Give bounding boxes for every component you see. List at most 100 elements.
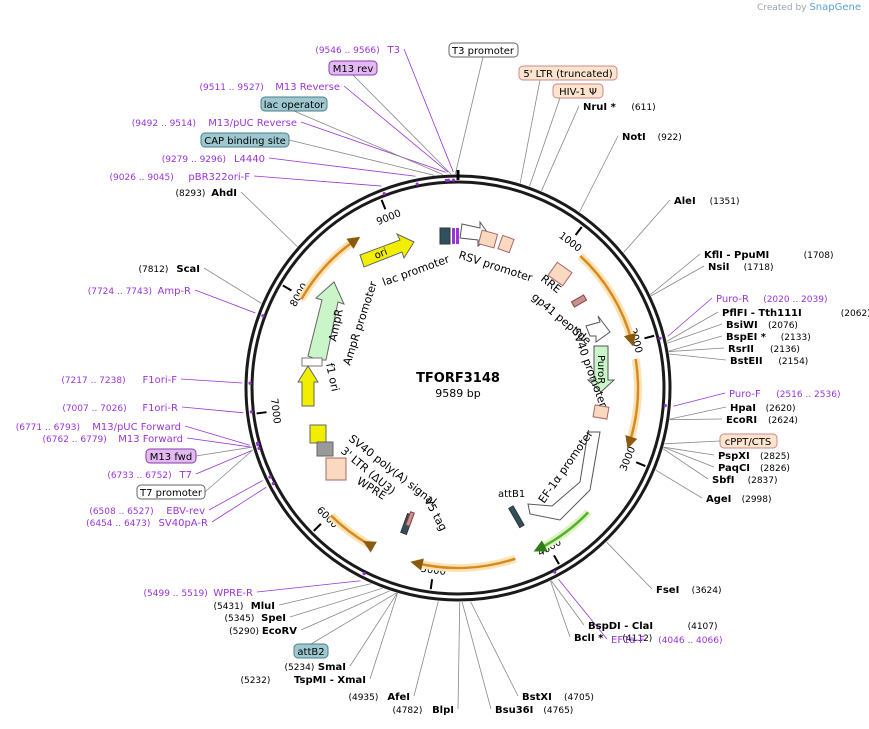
inner-label-f1ori: f1 ori [323,362,342,393]
site-19: BstXI(4705) [522,692,594,703]
primer-range: (7724 .. 7743) [88,287,152,297]
primer-name: F1ori-R [142,403,178,414]
site-position: (4782) [392,706,422,716]
primer-range: (4046 .. 4066) [658,636,722,646]
primer-site-mark [261,314,265,318]
feature-label: CAP binding site [204,136,286,147]
primer-name: EBV-rev [166,506,205,517]
site-leader [278,583,372,606]
hiv-psi-box [497,234,515,254]
feature-leader [310,592,397,645]
primer-name: Puro-R [716,294,749,305]
primer-range: (6454 .. 6473) [86,519,150,529]
primer-leader [343,85,449,173]
sv40-promoter-arrow [585,315,611,343]
feature-lac-operator: lac operator [260,96,328,112]
site-position: (2062) [841,309,869,319]
primer-range: (2020 .. 2039) [763,295,827,305]
ampr-promoter-box [301,357,323,367]
primer-leader [211,486,267,523]
tick-label: 7000 [268,398,282,425]
primer-leader [194,289,256,314]
site-name: BclI * [574,633,604,644]
primer-range: (7217 .. 7238) [61,376,125,386]
site-position: (2998) [742,495,772,505]
site-leader [289,587,383,618]
primer-site-mark [553,570,557,574]
primer-site-mark [257,446,261,451]
site-position: (3624) [692,586,722,596]
inner-label-ori: ori [373,247,389,262]
site-position: (922) [658,133,682,143]
primer-15: Puro-F(2516 .. 2536) [729,389,840,400]
primer-site-mark [451,178,456,182]
primer-site-mark [444,178,448,182]
site-leader [349,592,398,667]
site-9: BstEII(2154) [730,356,808,367]
primer-14: Puro-R (2020 .. 2039) [716,294,827,305]
site-position: (4705) [564,693,594,703]
primer-leader [558,578,608,640]
plasmid-name: TFORF3148 [416,371,500,386]
ltr-box-peach [325,457,347,481]
tick-mark [282,284,292,292]
snapgene-watermark: Created by SnapGene [757,2,861,13]
feature-label: 5' LTR (truncated) [523,69,612,80]
primer-name: WPRE-R [213,588,253,599]
site-leader [662,448,709,480]
site-20: Bsu36I(4765) [495,705,573,716]
site-4: NsiI(1718) [708,262,774,273]
primer-leader [181,406,244,414]
site-position: (5234) [284,663,314,673]
site-26: SpeI(5345) [224,613,286,624]
site-position: (8293) [175,189,205,199]
site-10: HpaI(2620) [730,403,796,414]
site-leader [461,601,492,710]
site-position: (2624) [768,416,798,426]
site-leader [369,593,398,680]
site-17: BspDI - ClaI(4107) [588,621,718,632]
site-leader [666,311,719,342]
primer-9: M13 Forward(6762 .. 6779) [43,434,183,445]
tick-mark [635,461,646,468]
inner-features [297,220,616,536]
feature-leader [664,440,721,445]
site-leader [457,601,461,710]
site-6: BsiWI(2076) [726,320,798,331]
site-25: EcoRV(5290) [229,626,297,637]
site-leader [550,580,571,638]
tick-mark [313,523,322,532]
site-13: PaqCI(2826) [718,463,790,474]
site-name: BstEII [730,356,763,367]
site-position: (5345) [224,614,254,624]
v5-box [405,511,415,527]
primer-site-mark [382,191,386,196]
site-5: PflFI - Tth111I(2062) [722,308,869,319]
primer-12: SV40pA-R(6454 .. 6473) [86,518,208,529]
primer-name: Amp-R [158,286,192,297]
site-position: (4107) [688,622,718,632]
primer-leader [186,437,251,448]
site-leader [413,600,439,697]
site-position: (4935) [348,693,378,703]
feature-5-ltr: 5' LTR (truncated) [518,65,618,81]
attb1-box [508,505,525,529]
puror-arrow [586,345,616,393]
site-24: SmaI(5234) [284,662,346,673]
leader-lines [180,48,727,710]
primer-mark-b [456,228,459,244]
primer-leader [300,121,446,173]
primer-leader [184,425,250,446]
feature-attb2: attB2 [293,643,329,659]
primer-7: F1ori-R(7007 .. 7026) [62,403,178,414]
site-name: PaqCI [718,463,750,474]
primer-0: T3(9546 .. 9566) [315,45,400,56]
primer-leader [268,157,416,177]
feature-label: lac operator [264,100,325,111]
primer-range: (5499 .. 5519) [144,589,208,599]
feature-m13-rev: M13 rev [328,60,378,76]
inner-label-puror: PuroR [595,355,606,384]
site-leader [650,253,701,295]
primer-4: pBR322ori-F(9026 .. 9045) [110,172,251,183]
